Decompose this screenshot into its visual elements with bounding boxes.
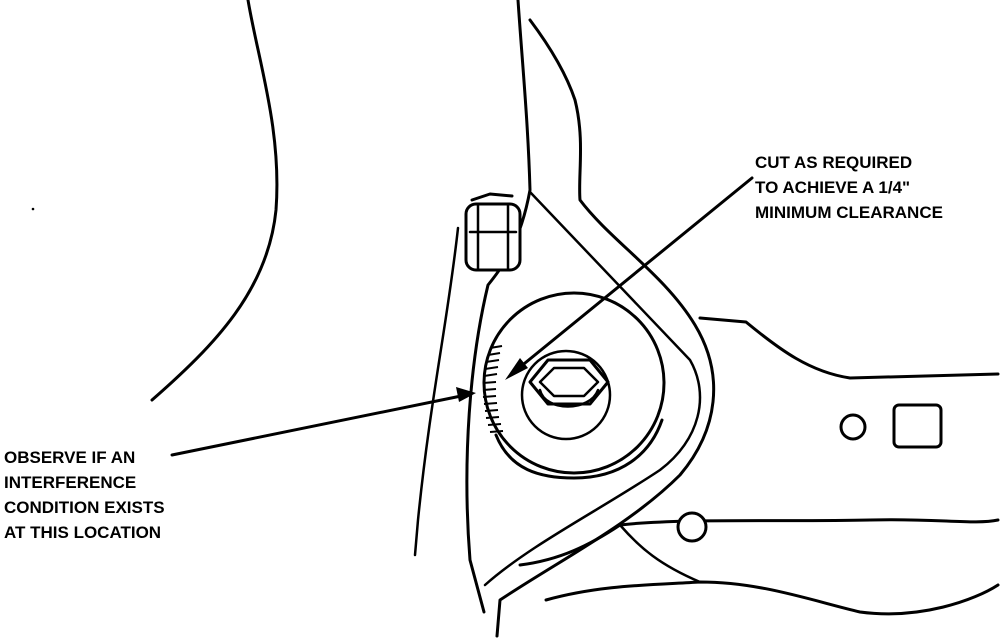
strut-tower-edge-left — [465, 0, 532, 614]
cam-washer-thickness — [494, 418, 664, 480]
observe-callout-text: OBSERVE IF AN INTERFERENCE CONDITION EXI… — [4, 448, 169, 542]
control-arm-hole — [839, 413, 867, 441]
scan-speck — [31, 207, 35, 211]
observe-leader-arrow — [170, 387, 476, 457]
control-arm-lower-hole — [676, 511, 708, 543]
strut-tower-edge-right — [495, 18, 716, 638]
interference-hatching — [482, 345, 504, 433]
control-arm-square-hole — [892, 403, 943, 449]
cut-leader-arrow — [505, 176, 754, 380]
control-arm-flange-end — [618, 523, 702, 584]
cam-washer-inner — [520, 349, 612, 441]
cut-callout-line-2: TO ACHIEVE A 1/4" — [755, 178, 910, 197]
strut-tower-inner-edge — [483, 190, 702, 587]
observe-callout-line-4: AT THIS LOCATION — [4, 523, 161, 542]
observe-callout-line-1: OBSERVE IF AN — [4, 448, 135, 467]
fender-panel-edge — [413, 226, 460, 557]
observe-callout-line-3: CONDITION EXISTS — [4, 498, 165, 517]
cam-bolt-head — [528, 358, 610, 408]
control-arm-top-edge — [698, 316, 1000, 380]
cut-callout-line-3: MINIMUM CLEARANCE — [755, 203, 943, 222]
control-arm-lower-flange — [544, 580, 1000, 616]
cut-callout-text: CUT AS REQUIRED TO ACHIEVE A 1/4" MINIMU… — [755, 153, 943, 222]
observe-callout-line-2: INTERFERENCE — [4, 473, 136, 492]
upper-bolt — [464, 192, 522, 272]
control-arm-bottom-edge — [518, 518, 1000, 567]
cut-callout-line-1: CUT AS REQUIRED — [755, 153, 912, 172]
tire-outline — [150, 0, 279, 402]
